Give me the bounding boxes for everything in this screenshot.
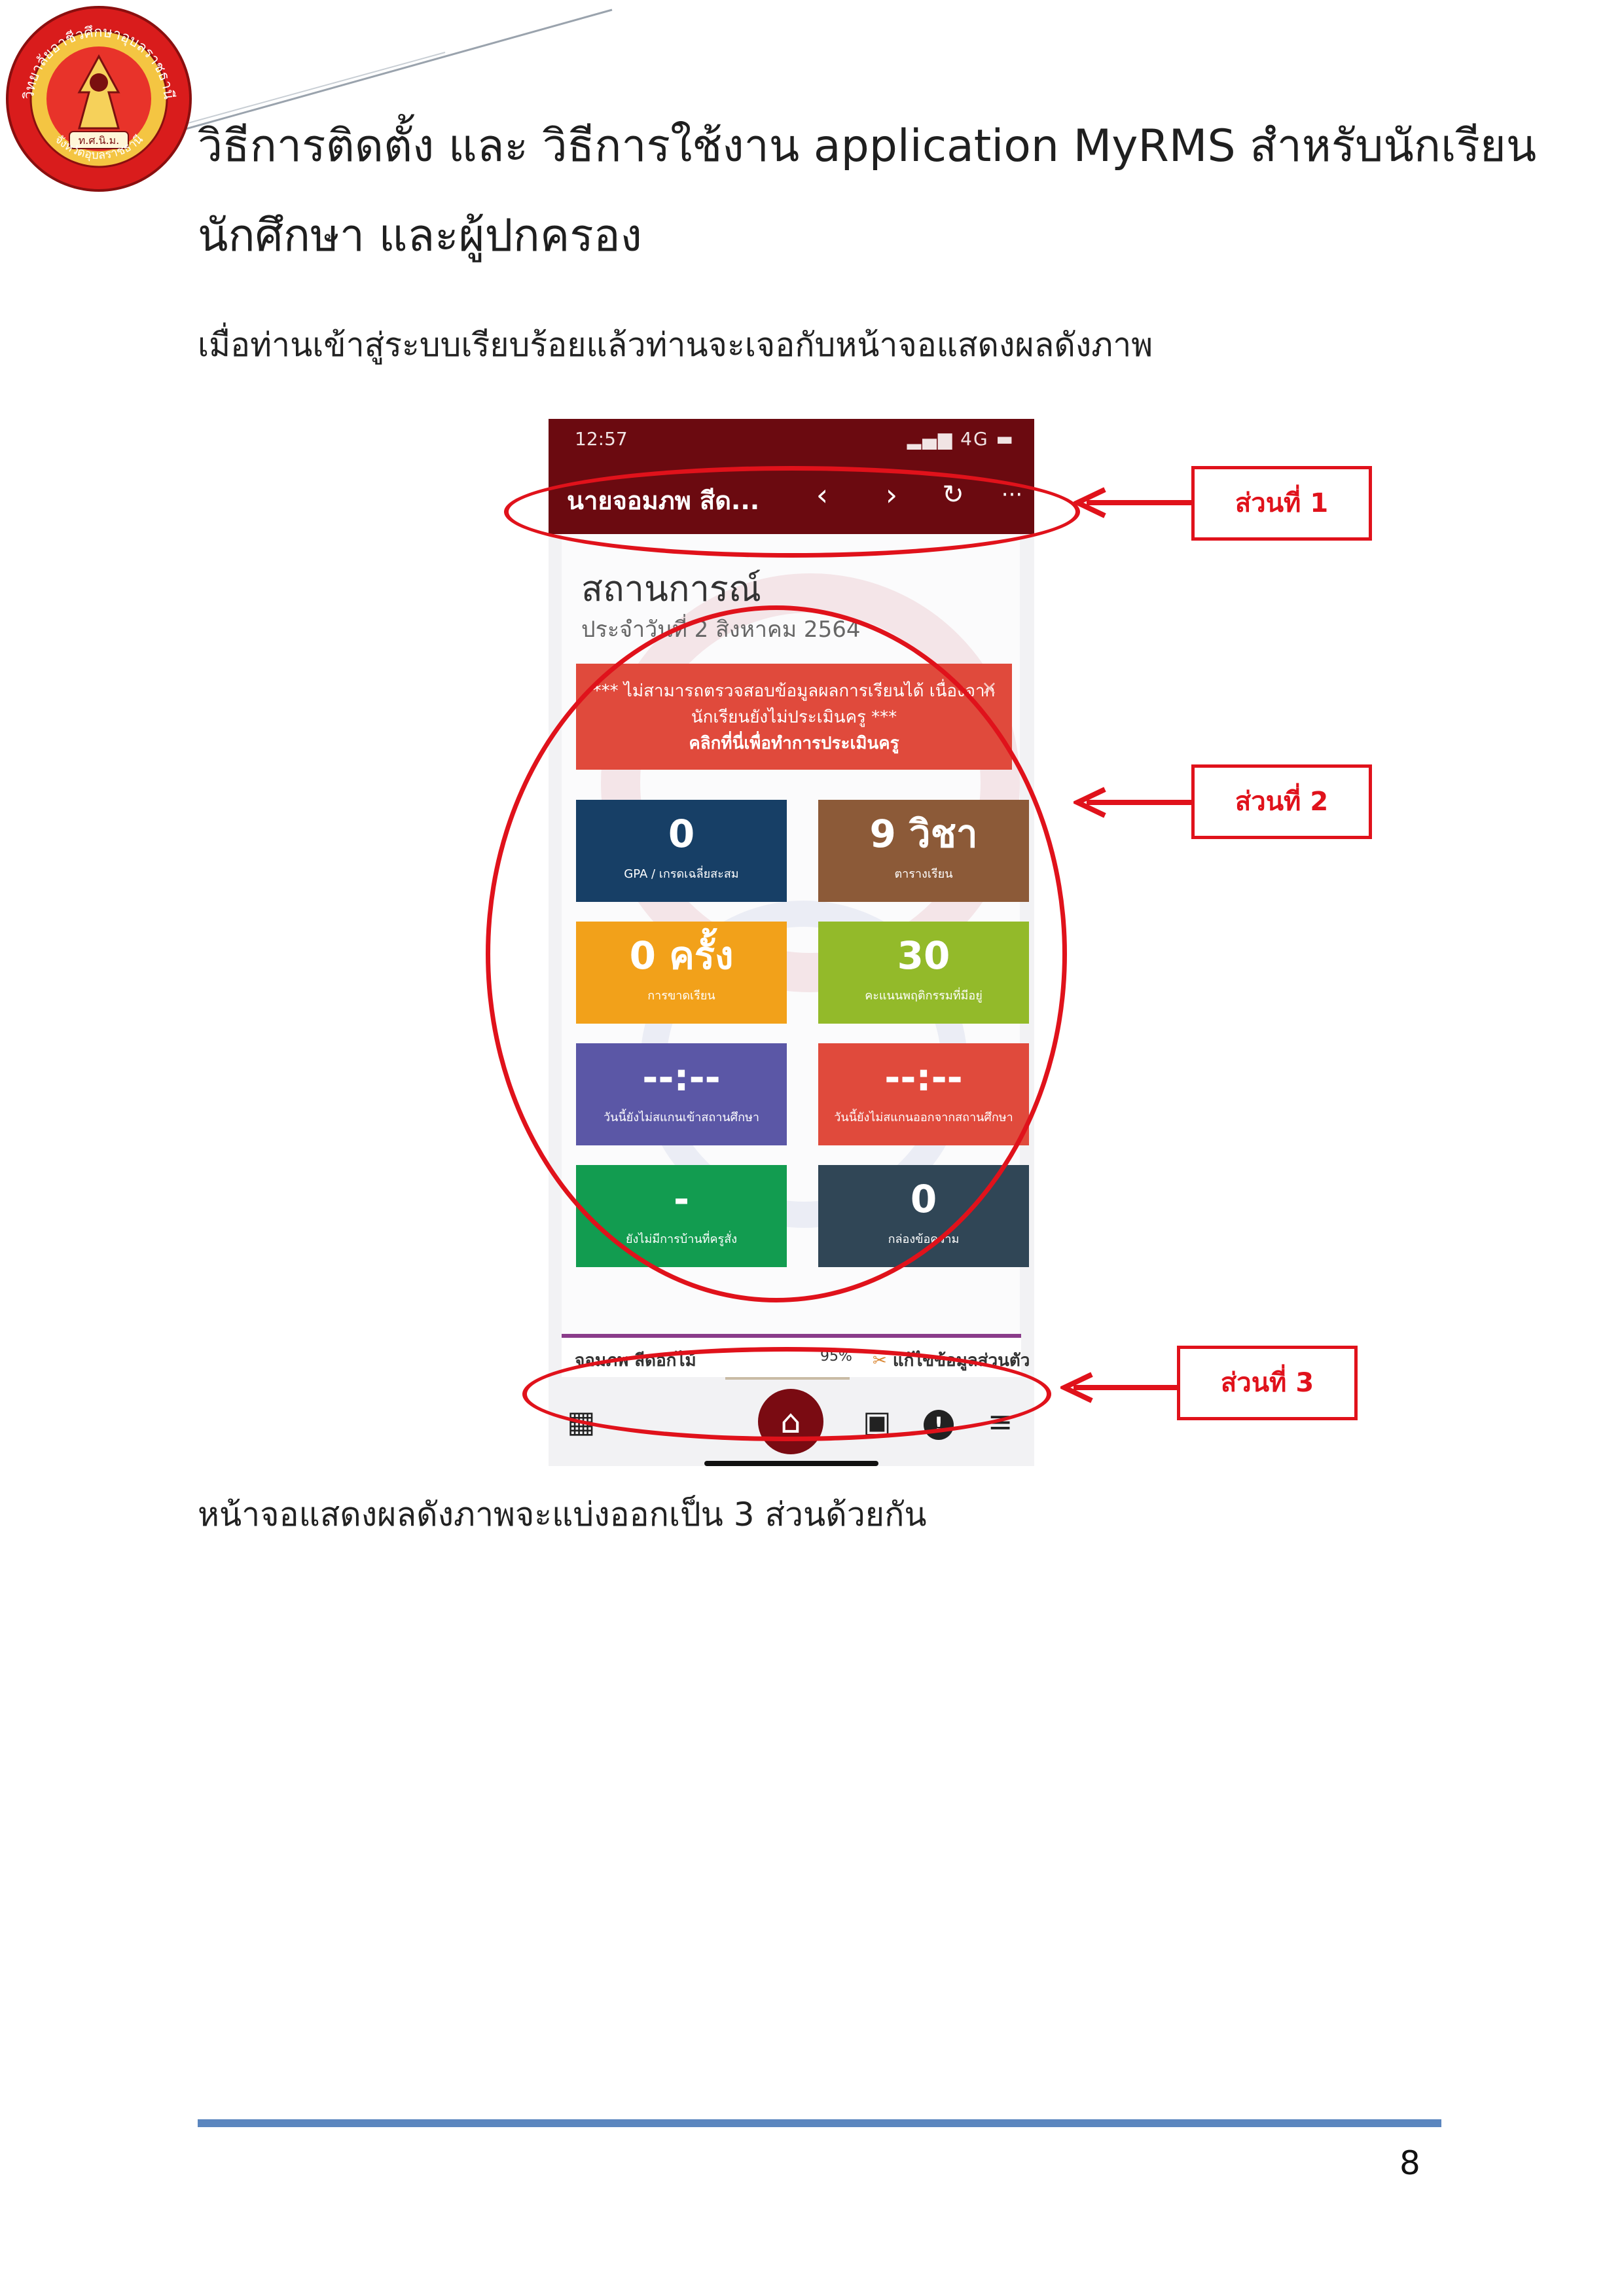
- close-icon[interactable]: ×: [981, 677, 998, 700]
- part1-highlight-ellipse: [504, 466, 1080, 558]
- part2-arrow: [1087, 800, 1191, 805]
- status-bar: 12:57 ▂▄▆ 4G ▬: [549, 419, 1034, 457]
- document-heading-line1: วิธีการติดตั้ง และ วิธีการใช้งาน applica…: [198, 120, 1537, 172]
- part3-label: ส่วนที่ 3: [1177, 1346, 1358, 1420]
- college-seal-logo: ท.ศ.นิ.ม. วิทยาลัยอาชีวศึกษาอุบลราชธานี …: [4, 4, 194, 194]
- document-heading-line2: นักศึกษา และผู้ปกครอง: [198, 210, 642, 262]
- part1-arrowhead-icon: [1074, 487, 1106, 518]
- closing-paragraph: หน้าจอแสดงผลดังภาพจะแบ่งออกเป็น 3 ส่วนด้…: [198, 1496, 927, 1534]
- page-number: 8: [1399, 2144, 1420, 2182]
- footer-rule: [198, 2119, 1441, 2127]
- part3-arrowhead-icon: [1060, 1372, 1093, 1403]
- situation-title: สถานการณ์: [581, 568, 762, 609]
- logo-center-text: ท.ศ.นิ.ม.: [79, 134, 120, 147]
- intro-paragraph: เมื่อท่านเข้าสู่ระบบเรียบร้อยแล้วท่านจะเ…: [198, 326, 1153, 364]
- signal-icon: ▂▄▆ 4G ▬: [907, 428, 1015, 450]
- part1-arrow: [1087, 500, 1191, 505]
- home-indicator: [704, 1461, 878, 1466]
- header-decoration-line: [183, 9, 613, 131]
- status-time: 12:57: [575, 428, 628, 450]
- part2-highlight-ellipse: [486, 605, 1067, 1302]
- part3-highlight-ellipse: [522, 1347, 1051, 1441]
- part3-arrow: [1074, 1385, 1178, 1390]
- part1-label: ส่วนที่ 1: [1191, 466, 1372, 541]
- part2-arrowhead-icon: [1074, 787, 1106, 818]
- part2-label: ส่วนที่ 2: [1191, 764, 1372, 839]
